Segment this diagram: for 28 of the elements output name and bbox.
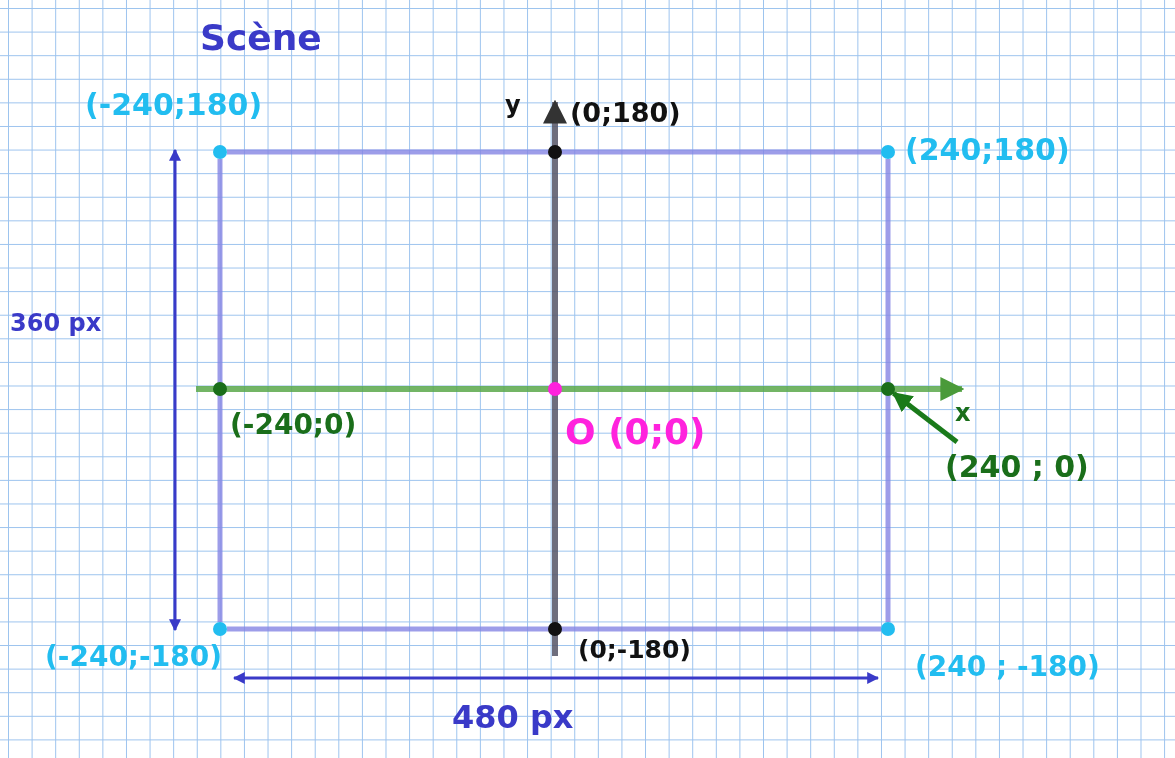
axis-label: x	[955, 400, 971, 427]
coordinate-label: (240 ; 0)	[945, 450, 1089, 483]
dimension-label: 480 px	[452, 700, 574, 736]
coordinate-point	[548, 382, 562, 396]
coordinate-label: (0;180)	[570, 98, 681, 128]
coordinate-point	[548, 145, 562, 159]
coordinate-label: (0;-180)	[578, 636, 691, 664]
rectangle-side	[885, 159, 891, 622]
coordinate-label: (240;180)	[905, 133, 1070, 166]
coordinate-point	[213, 382, 227, 396]
coordinate-label: (-240;0)	[230, 410, 357, 441]
coordinate-point	[881, 622, 895, 636]
coordinate-label: (-240;180)	[85, 88, 263, 121]
dimension-label: 360 px	[10, 310, 102, 337]
coordinate-label: (240 ; -180)	[915, 652, 1100, 683]
coordinate-point	[213, 145, 227, 159]
rectangle-side	[217, 159, 223, 622]
title: Scène	[200, 18, 322, 58]
coordinate-point	[881, 145, 895, 159]
coordinate-point	[213, 622, 227, 636]
axis-label: y	[505, 92, 521, 119]
leader-arrow	[891, 391, 959, 444]
coordinate-label: (-240;-180)	[45, 642, 222, 673]
rectangle-side	[227, 149, 881, 155]
rectangle-side	[227, 626, 881, 632]
coordinate-label: O (0;0)	[565, 412, 706, 452]
coordinate-point	[548, 622, 562, 636]
coordinate-point	[881, 382, 895, 396]
